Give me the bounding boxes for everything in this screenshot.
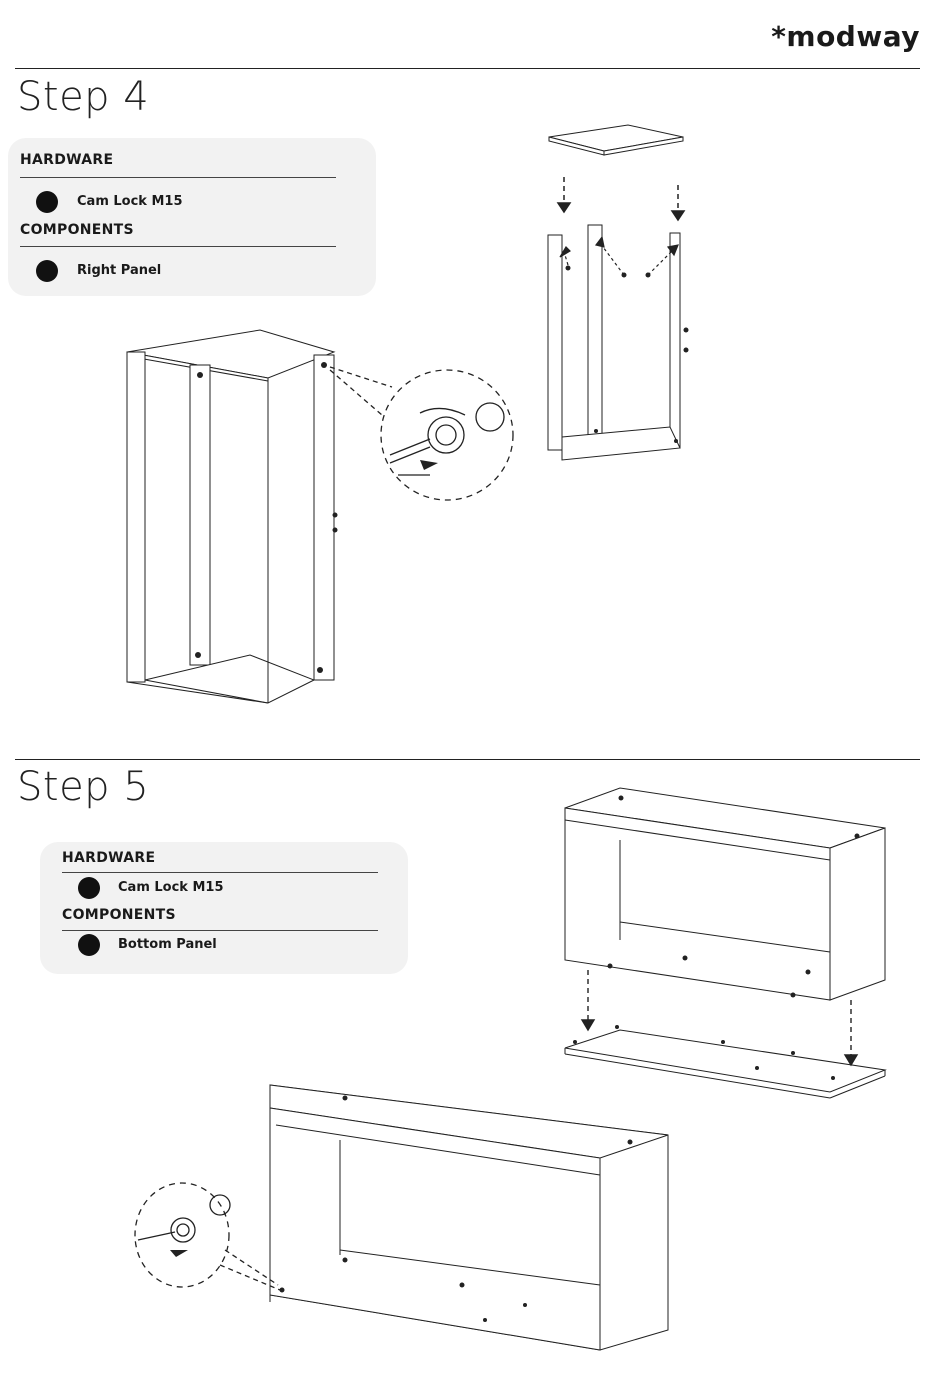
step5-hardware-item: Cam Lock M15 — [118, 880, 224, 895]
step5-hardware-heading: HARDWARE — [62, 850, 155, 866]
brand-logo: *modway — [771, 20, 920, 53]
cam-lock-icon — [78, 877, 100, 899]
divider — [62, 930, 378, 931]
step4-parts-panel: HARDWARE Cam Lock M15 COMPONENTS Right P… — [8, 138, 376, 296]
divider — [20, 246, 336, 247]
step4-assembled-cabinet — [120, 325, 520, 710]
divider — [62, 872, 378, 873]
step4-exploded-diagram — [540, 115, 700, 465]
cam-lock-icon — [36, 191, 58, 213]
divider — [20, 177, 336, 178]
step-divider — [15, 759, 920, 760]
step4-title: Step 4 — [17, 74, 149, 120]
step4-components-heading: COMPONENTS — [20, 222, 134, 238]
step4-hardware-heading: HARDWARE — [20, 152, 113, 168]
step4-component-item: Right Panel — [77, 263, 161, 278]
panel-icon — [78, 934, 100, 956]
step5-title: Step 5 — [17, 764, 149, 810]
step5-parts-panel: HARDWARE Cam Lock M15 COMPONENTS Bottom … — [40, 842, 408, 974]
step4-hardware-item: Cam Lock M15 — [77, 194, 183, 209]
step5-exploded-diagram — [555, 780, 895, 1100]
header-divider — [15, 68, 920, 69]
step5-assembled-cabinet — [130, 1080, 675, 1355]
step5-components-heading: COMPONENTS — [62, 907, 176, 923]
step5-component-item: Bottom Panel — [118, 937, 217, 952]
panel-icon — [36, 260, 58, 282]
